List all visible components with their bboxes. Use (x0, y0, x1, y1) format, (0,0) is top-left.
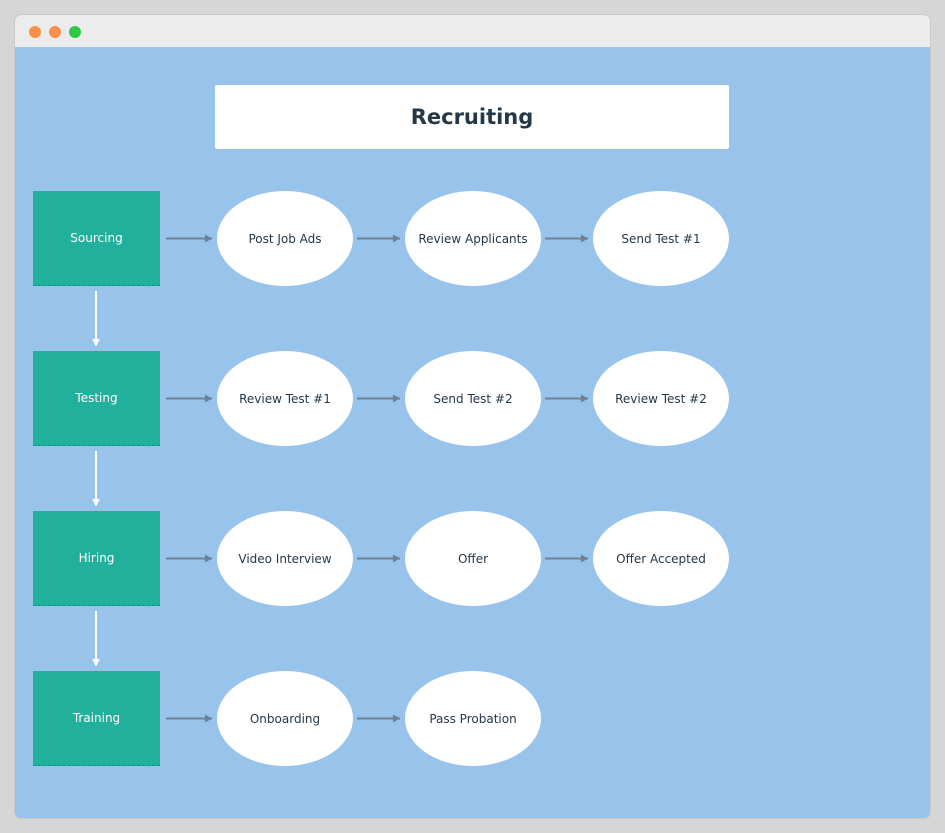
flow-arrow-row0-1 (357, 234, 400, 243)
flow-arrow-row2-1 (357, 554, 400, 563)
stage-arrow-1 (92, 451, 100, 506)
step-post-job-ads[interactable]: Post Job Ads (217, 191, 353, 286)
flow-arrow-row2-0 (166, 554, 212, 563)
step-send-test-1[interactable]: Send Test #1 (593, 191, 729, 286)
stage-sourcing[interactable]: Sourcing (33, 191, 160, 286)
step-offer-accepted[interactable]: Offer Accepted (593, 511, 729, 606)
step-video-interview[interactable]: Video Interview (217, 511, 353, 606)
maximize-window-button[interactable] (69, 26, 81, 38)
step-review-test-1[interactable]: Review Test #1 (217, 351, 353, 446)
flow-arrow-row1-2 (545, 394, 588, 403)
stage-arrow-2 (92, 611, 100, 666)
step-review-applicants[interactable]: Review Applicants (405, 191, 541, 286)
stage-testing[interactable]: Testing (33, 351, 160, 446)
flow-arrow-row0-0 (166, 234, 212, 243)
diagram-title[interactable]: Recruiting (215, 85, 729, 149)
app-window: Recruiting Sourcing Post Job Ads Review … (15, 15, 930, 818)
step-review-test-2[interactable]: Review Test #2 (593, 351, 729, 446)
step-pass-probation[interactable]: Pass Probation (405, 671, 541, 766)
stage-hiring[interactable]: Hiring (33, 511, 160, 606)
window-titlebar (15, 15, 930, 47)
stage-training[interactable]: Training (33, 671, 160, 766)
step-offer[interactable]: Offer (405, 511, 541, 606)
close-window-button[interactable] (29, 26, 41, 38)
stage-arrow-0 (92, 291, 100, 346)
minimize-window-button[interactable] (49, 26, 61, 38)
flow-arrow-row3-0 (166, 714, 212, 723)
step-send-test-2[interactable]: Send Test #2 (405, 351, 541, 446)
flow-arrow-row1-1 (357, 394, 400, 403)
diagram-canvas: Recruiting Sourcing Post Job Ads Review … (15, 47, 930, 818)
flow-arrow-row1-0 (166, 394, 212, 403)
step-onboarding[interactable]: Onboarding (217, 671, 353, 766)
flow-arrow-row3-1 (357, 714, 400, 723)
flow-arrow-row0-2 (545, 234, 588, 243)
connector-layer (92, 234, 588, 723)
flow-arrow-row2-2 (545, 554, 588, 563)
